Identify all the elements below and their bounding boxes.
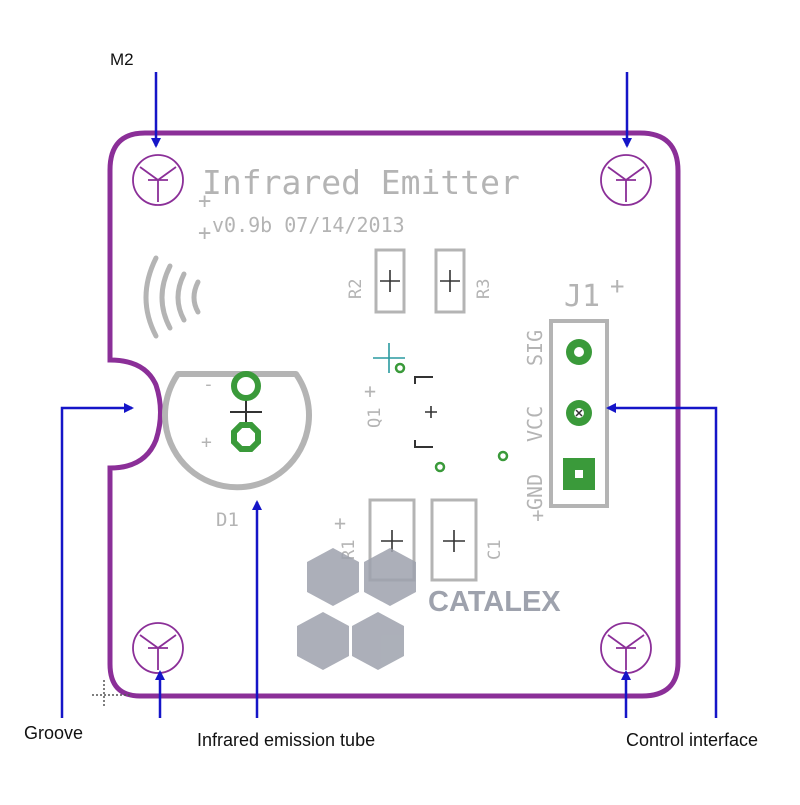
pin-label-vcc: VCC — [523, 406, 547, 442]
label-groove: Groove — [24, 723, 83, 743]
r2-label: R2 — [346, 279, 366, 299]
board-outline — [107, 130, 681, 699]
d1-label: D1 — [216, 509, 239, 531]
crosshair-mark — [92, 680, 130, 706]
resistor-r2 — [374, 248, 406, 314]
silkscreen-plus: + — [334, 511, 346, 535]
silkscreen-plus: + — [532, 503, 544, 527]
d1-plus-label: + — [201, 432, 212, 453]
silkscreen-plus: + — [610, 272, 624, 300]
arrow-groove — [60, 403, 134, 718]
pin-label-gnd: GND — [523, 474, 547, 510]
catalex-hexagon-logo — [297, 548, 416, 670]
j1-label: J1 — [564, 279, 600, 314]
d1-minus-label: - — [203, 374, 214, 395]
label-m2: M2 — [110, 50, 134, 69]
label-infrared-tube: Infrared emission tube — [197, 730, 375, 750]
transistor-q1 — [373, 343, 509, 473]
resistor-r3 — [434, 248, 466, 314]
arrow-control-interface — [606, 403, 718, 718]
mounting-hole-icon — [600, 622, 652, 674]
q1-label: Q1 — [365, 408, 385, 428]
board-title: Infrared Emitter — [202, 163, 520, 202]
capacitor-c1 — [430, 498, 478, 582]
silkscreen-plus: + — [198, 221, 211, 246]
c1-label: C1 — [485, 540, 505, 560]
pin-label-sig: SIG — [523, 330, 547, 366]
wireless-signal-icon — [143, 255, 201, 339]
connector-j1 — [549, 319, 609, 508]
infrared-led-d1 — [162, 371, 312, 491]
mounting-hole-icon — [600, 154, 652, 206]
catalex-logo-text: CATALEX — [428, 586, 561, 618]
silkscreen-plus: + — [364, 379, 376, 403]
silkscreen-plus: + — [198, 189, 211, 214]
mounting-hole-icon — [132, 154, 184, 206]
callout-arrows — [60, 72, 718, 718]
board-version: v0.9b 07/14/2013 — [212, 213, 405, 237]
label-control-interface: Control interface — [626, 730, 758, 750]
mounting-hole-icon — [132, 622, 184, 674]
r3-label: R3 — [474, 279, 494, 299]
